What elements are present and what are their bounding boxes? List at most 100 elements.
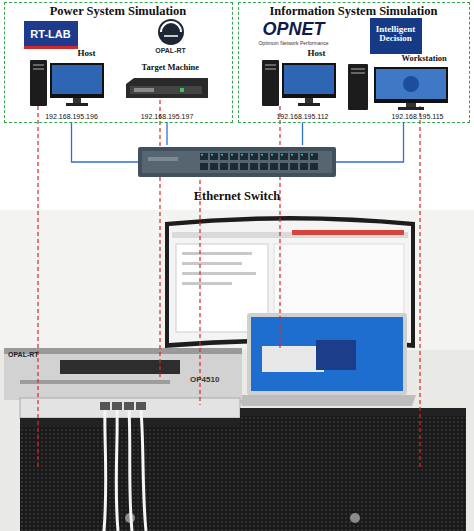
group-box: Power System SimulationRT-LAB OPAL-RT Host… — [4, 2, 233, 123]
graphic-part — [282, 63, 336, 98]
graphic-part — [300, 153, 308, 160]
laptop-screen — [251, 317, 403, 391]
computer-node: Host 192.168.195.196 — [26, 48, 118, 123]
software-logo: Intelligent Decision — [370, 18, 422, 54]
node-title: Ethernet Switch — [118, 190, 356, 204]
graphic-part — [260, 153, 268, 160]
graphic-part — [290, 153, 298, 160]
graphic-part — [310, 163, 318, 170]
switch-port — [100, 402, 110, 410]
graphic-part — [348, 64, 368, 110]
graphic-part — [180, 88, 184, 92]
graphic-part — [126, 78, 208, 98]
screen-line — [182, 272, 256, 275]
graphic-part — [164, 35, 178, 37]
graphic-part — [158, 19, 184, 45]
graphic-part — [291, 154, 293, 156]
graphic-part — [310, 153, 318, 160]
graphic-part — [200, 163, 208, 170]
software-logo: RT-LAB — [24, 21, 78, 49]
tower-top — [240, 408, 466, 416]
graphic-part — [210, 163, 218, 170]
graphic-part — [148, 157, 178, 161]
network-cable — [104, 410, 106, 531]
opal-rt-simulator — [4, 348, 242, 400]
graphic-part — [30, 60, 47, 106]
photo-background — [0, 210, 474, 531]
graphic-part — [284, 65, 334, 94]
graphic-part — [290, 163, 298, 170]
node-title: OPNET — [256, 20, 332, 40]
graphic-part — [270, 153, 278, 160]
graphic-part — [240, 153, 248, 160]
correspondence-line — [199, 180, 200, 405]
graphic-part — [161, 22, 181, 32]
correspondence-line — [159, 100, 160, 378]
screen-line — [182, 252, 252, 255]
graphic-part — [262, 60, 279, 106]
laptop-window — [262, 346, 324, 372]
ethernet-link — [166, 123, 167, 146]
node-title: Power System Simulation — [5, 5, 231, 19]
node-text: 192.168.195.197 — [122, 113, 213, 121]
node-title: Host — [78, 49, 116, 59]
screen-toolbar — [292, 230, 404, 235]
graphic-part — [265, 64, 276, 66]
node-title: Intelligent Decision — [372, 25, 420, 45]
software-logo: OPAL-RT — [143, 18, 199, 56]
screen-line — [182, 282, 232, 285]
device-label: OPAL-RT — [8, 351, 68, 359]
graphic-part — [138, 147, 336, 177]
switch-port — [124, 402, 134, 410]
node-text: 192.168.195.196 — [28, 113, 116, 121]
computer-node: Target Machine192.168.195.197 — [120, 58, 215, 123]
graphic-part — [250, 153, 258, 160]
graphic-part — [230, 153, 238, 160]
graphic-part — [33, 64, 44, 66]
correspondence-line — [37, 106, 38, 470]
graphic-part — [231, 154, 233, 156]
device-label: OP4510 — [190, 376, 240, 385]
graphic-part — [270, 163, 278, 170]
graphic-part — [130, 86, 202, 94]
graphic-part — [265, 68, 276, 70]
screen-line — [182, 262, 242, 265]
right-tower-pc — [240, 408, 466, 531]
simulator-top — [4, 348, 242, 354]
computer-node: Host192.168.195.112 — [258, 48, 348, 123]
device-icon — [344, 54, 464, 123]
node-title: Information System Simulation — [239, 5, 468, 19]
device-icon — [138, 145, 336, 179]
graphic-part — [298, 103, 320, 106]
laptop-base — [238, 395, 416, 406]
switch-port — [112, 402, 122, 410]
correspondence-line — [279, 106, 280, 350]
device-icon — [26, 48, 118, 123]
group-box: Information System SimulationOPNETOptimu… — [238, 2, 470, 123]
laptop-lid — [247, 313, 407, 395]
graphic-part — [261, 154, 263, 156]
graphic-part — [201, 154, 203, 156]
graphic-part — [142, 151, 332, 173]
graphic-part — [38, 100, 420, 470]
graphic-part — [210, 153, 218, 160]
tower-logo — [350, 513, 360, 523]
switch-port — [136, 402, 146, 410]
laptop-window — [316, 340, 356, 370]
graphic-part — [220, 163, 228, 170]
node-title: Host — [308, 49, 346, 59]
network-cable — [129, 410, 132, 531]
network-cable — [141, 410, 146, 531]
graphic-part — [50, 63, 104, 98]
graphic-part — [305, 98, 313, 103]
graphic-part — [33, 68, 44, 70]
graphic-part — [374, 67, 448, 103]
graphic-part — [300, 163, 308, 170]
graphic-part — [281, 154, 283, 156]
graphic-part — [280, 163, 288, 170]
software-logo: OPNETOptimum Network Performance — [256, 20, 332, 50]
node-text: 192.168.195.115 — [374, 113, 462, 121]
graphic-part — [221, 154, 223, 156]
correspondence-line — [419, 106, 420, 470]
